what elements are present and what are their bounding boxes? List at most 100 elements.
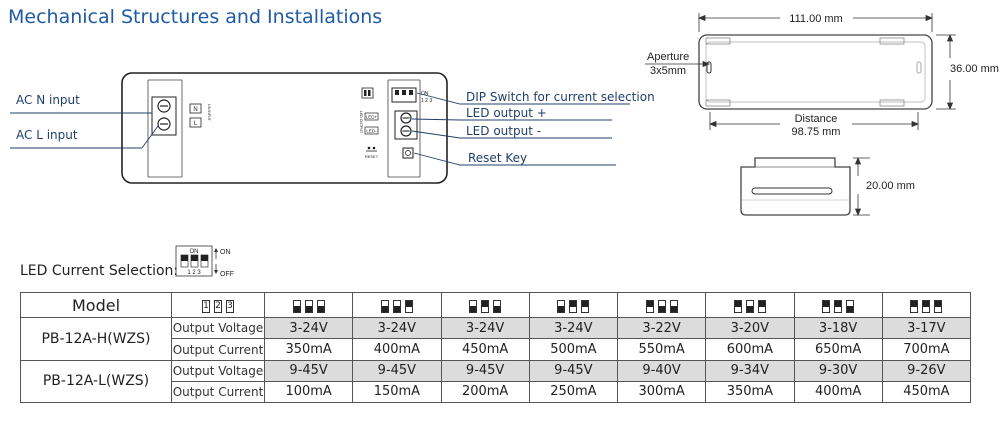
header-switch-numbers: 1 2 3 bbox=[202, 299, 234, 313]
mark-led-plus: LED+ bbox=[366, 115, 378, 120]
header-switch-1: 1 bbox=[202, 299, 210, 313]
dip-switch-3-off bbox=[846, 299, 855, 313]
mark-led-minus: LED- bbox=[366, 129, 377, 134]
table-cell: 700mA bbox=[881, 338, 972, 361]
header-switch-3: 3 bbox=[226, 299, 234, 313]
dip-switch-1-on bbox=[910, 299, 919, 313]
dip-state-icon bbox=[292, 299, 325, 313]
table-cell: 450mA bbox=[440, 338, 530, 361]
dim-distance-label: Distance bbox=[795, 113, 838, 125]
led-current-selection-label: LED Current Selection: bbox=[20, 263, 179, 279]
header-state bbox=[793, 291, 883, 319]
legend-off: OFF bbox=[220, 271, 234, 278]
dim-aperture-value: 3x5mm bbox=[650, 65, 686, 77]
outline-side-view bbox=[740, 157, 851, 216]
mark-n: N bbox=[193, 107, 197, 113]
header-state bbox=[705, 291, 795, 319]
dip-switch-1-on bbox=[733, 299, 742, 313]
current-selection-table: Model 1 2 3 PB-12A-H(WZS) Output Voltage… bbox=[20, 291, 972, 404]
dim-height: 36.00 mm bbox=[950, 63, 999, 75]
model-name: PB-12A-L(WZS) bbox=[20, 359, 172, 404]
dip-legend: ON 1 2 3 ON OFF bbox=[175, 245, 234, 278]
device-outline bbox=[121, 72, 448, 184]
table-cell: 100mA bbox=[263, 380, 354, 404]
dip-switch-3-on bbox=[404, 299, 413, 313]
legend-top-on: ON bbox=[190, 249, 199, 255]
page-title: Mechanical Structures and Installations bbox=[8, 6, 383, 28]
header-switch-2: 2 bbox=[214, 299, 222, 313]
legend-on: ON bbox=[220, 249, 231, 256]
header-state bbox=[528, 291, 619, 319]
table-cell: 450mA bbox=[881, 380, 972, 404]
dip-switch-1-on bbox=[822, 299, 831, 313]
header-state bbox=[352, 291, 442, 319]
table-cell: 150mA bbox=[352, 380, 442, 404]
table-cell: 9-45V bbox=[528, 359, 619, 382]
dip-switch-2-on bbox=[922, 299, 931, 313]
dip-switch-1-off bbox=[292, 299, 301, 313]
table-cell: 9-45V bbox=[263, 359, 354, 382]
dip-switch-3-off bbox=[493, 299, 502, 313]
header-switch: 1 2 3 bbox=[171, 291, 265, 319]
legend-nums: 1 2 3 bbox=[187, 270, 201, 276]
table-cell: 3-24V bbox=[528, 317, 619, 340]
table-cell: 250mA bbox=[528, 380, 619, 404]
height-dimension bbox=[936, 33, 956, 111]
table-cell: 400mA bbox=[352, 338, 442, 361]
table-cell: 3-22V bbox=[616, 317, 707, 340]
table-cell: 200mA bbox=[440, 380, 530, 404]
mark-ln-input: L/N INPUT bbox=[207, 104, 211, 122]
mark-led-output: LED OUTPUT bbox=[359, 111, 363, 134]
table-cell: 350mA bbox=[705, 380, 795, 404]
dip-switch-3-on bbox=[934, 299, 943, 313]
table-cell: 400mA bbox=[793, 380, 883, 404]
table-cell: 3-18V bbox=[793, 317, 883, 340]
width-dimension bbox=[697, 13, 934, 32]
table-cell: 350mA bbox=[263, 338, 354, 361]
dip-switch-3-off bbox=[316, 299, 325, 313]
table-cell: 9-34V bbox=[705, 359, 795, 382]
label-reset-key: Reset Key bbox=[468, 151, 527, 165]
device-top-view: N L L/N INPUT ON 1 2 3 LED+ LED- LED OUT… bbox=[121, 72, 448, 184]
dip-switch-2-on bbox=[569, 299, 578, 313]
outline-top-view bbox=[698, 34, 933, 110]
depth-dimension bbox=[853, 156, 870, 217]
table-cell: 3-24V bbox=[263, 317, 354, 340]
dim-aperture-label: Aperture bbox=[647, 51, 689, 63]
dip-switch-3-on bbox=[757, 299, 766, 313]
aperture-leader bbox=[645, 60, 711, 68]
right-leaders bbox=[411, 92, 630, 166]
mark-dip-nums: 1 2 3 bbox=[421, 98, 432, 104]
dip-state-icon bbox=[645, 299, 678, 313]
table-cell: 9-45V bbox=[440, 359, 530, 382]
header-model: Model bbox=[20, 291, 172, 319]
mark-reset: RESET bbox=[365, 154, 379, 159]
dip-switch-3-on bbox=[581, 299, 590, 313]
header-state bbox=[263, 291, 354, 319]
table-cell: 9-26V bbox=[881, 359, 972, 382]
table-cell: 9-30V bbox=[793, 359, 883, 382]
table-cell: 9-45V bbox=[352, 359, 442, 382]
table-cell: 9-40V bbox=[616, 359, 707, 382]
header-state bbox=[616, 291, 707, 319]
param-label: Output Voltage bbox=[171, 359, 265, 382]
table-cell: 550mA bbox=[616, 338, 707, 361]
mechanical-drawing: N L L/N INPUT ON 1 2 3 LED+ LED- LED OUT… bbox=[10, 13, 999, 278]
dip-switch-2-on bbox=[481, 299, 490, 313]
dip-switch-1-off bbox=[380, 299, 389, 313]
dip-state-icon bbox=[733, 299, 766, 313]
table-row: PB-12A-H(WZS) Output Voltage 3-24V 3-24V… bbox=[20, 317, 972, 361]
dip-switch-1-off bbox=[469, 299, 478, 313]
dip-state-icon bbox=[557, 299, 590, 313]
device-dip-indicator bbox=[361, 87, 374, 99]
dip-switch-2-off bbox=[304, 299, 313, 313]
dip-switch-2-on bbox=[834, 299, 843, 313]
label-ac-l-input: AC L input bbox=[16, 128, 78, 142]
table-cell: 600mA bbox=[705, 338, 795, 361]
table-row: PB-12A-L(WZS) Output Voltage 9-45V 9-45V… bbox=[20, 359, 972, 404]
dip-switch-3-off bbox=[669, 299, 678, 313]
dip-switch-2-off bbox=[392, 299, 401, 313]
header-state bbox=[881, 291, 972, 319]
dip-switch-2-off bbox=[657, 299, 666, 313]
table-cell: 300mA bbox=[616, 380, 707, 404]
